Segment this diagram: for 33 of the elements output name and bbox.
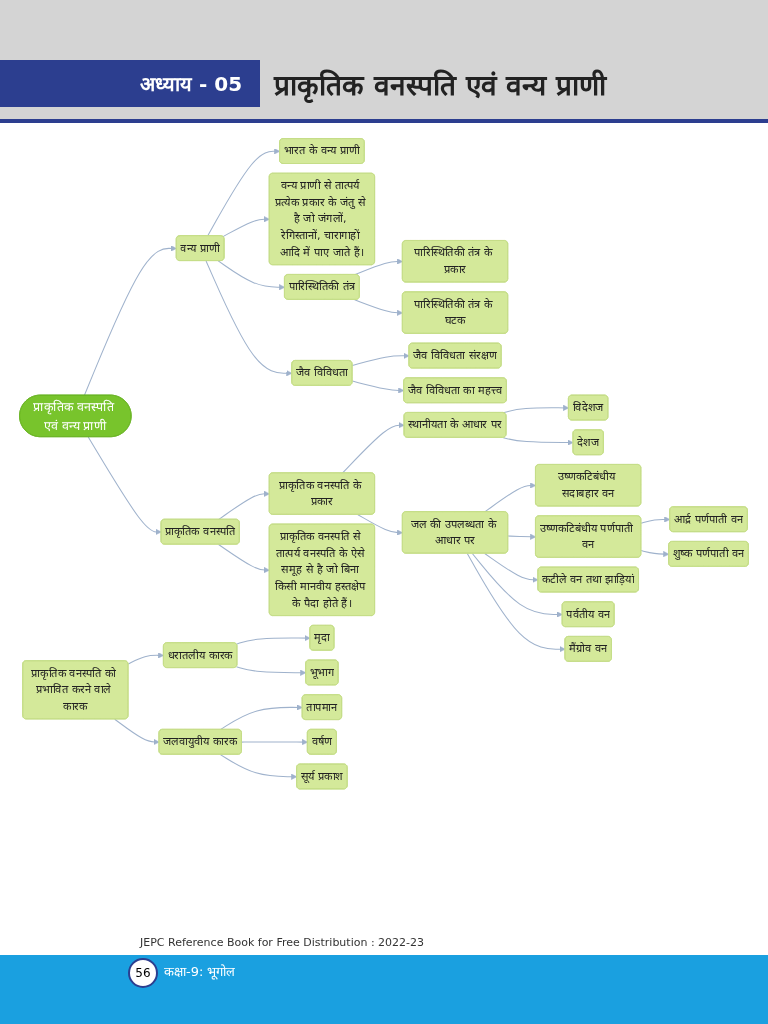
arrow (640, 516, 671, 524)
arrow (357, 514, 403, 536)
arrow (217, 260, 286, 291)
arrow (640, 550, 670, 558)
footer-note: JEPC Reference Book for Free Distribution : 2022-23 (140, 936, 425, 949)
arrow (484, 553, 539, 583)
arrow (205, 260, 293, 377)
arrow (114, 718, 160, 746)
arrow (87, 436, 162, 535)
chapter-banner: अध्याय - 05 (0, 60, 261, 107)
arrow (235, 666, 307, 676)
arrow (218, 490, 270, 521)
arrow (351, 352, 410, 366)
arrow (502, 404, 570, 414)
arrow (127, 652, 165, 665)
arrow (219, 754, 298, 780)
arrow (471, 553, 563, 618)
arrow (218, 544, 270, 574)
arrow (219, 704, 303, 731)
arrow (466, 553, 566, 653)
arrow (241, 739, 308, 746)
arrow (351, 380, 405, 394)
title: प्राकृतिक वनस्पति एवं वन्य प्राणी (274, 67, 607, 103)
arrow (507, 533, 537, 540)
arrow (484, 482, 537, 513)
arrow (354, 299, 403, 316)
arrow (502, 437, 574, 446)
arrow (207, 148, 281, 237)
footer-subject: कक्षा-9: भूगोल (164, 963, 236, 980)
arrow (235, 635, 311, 645)
arrow (83, 245, 177, 396)
arrow (222, 216, 270, 238)
arrow (341, 422, 405, 474)
